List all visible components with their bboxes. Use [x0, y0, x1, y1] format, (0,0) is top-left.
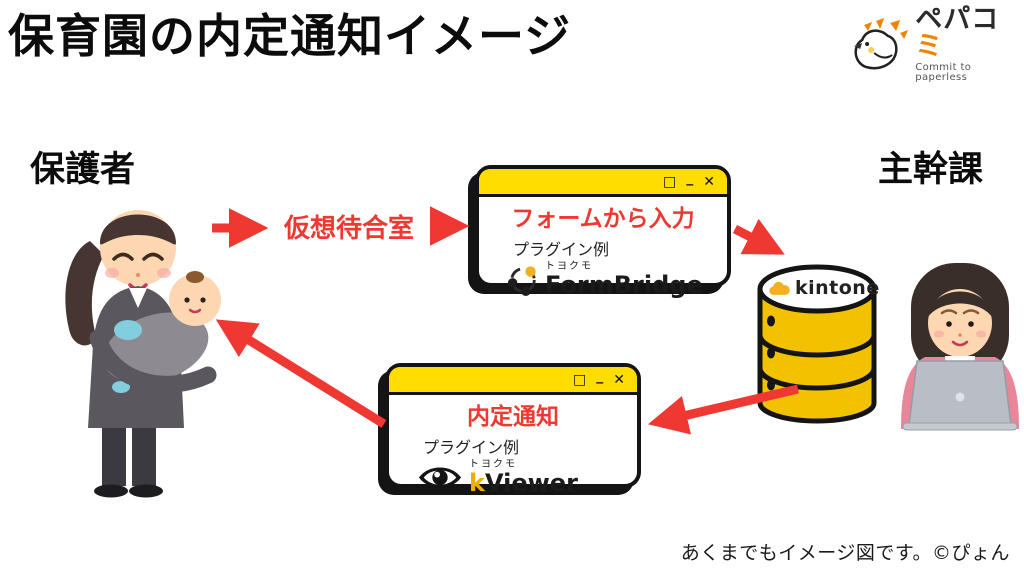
formbridge-logo: トヨクモ FormBridge — [507, 262, 727, 297]
brand-name: ペパコ — [915, 4, 1000, 35]
kintone-label: kintone — [769, 277, 880, 299]
pepakomi-bird-icon — [854, 17, 909, 69]
formbridge-window: □ _ ✕ フォームから入力 プラグイン例 トヨクモ FormBridge — [475, 165, 731, 297]
close-icon[interactable]: ✕ — [703, 173, 715, 190]
kviewer-window-subtitle: プラグイン例 — [423, 438, 520, 457]
kviewer-window: □ _ ✕ 内定通知 プラグイン例 トヨクモ kViewer — [385, 363, 641, 495]
brand-name-accent: ミ — [915, 31, 944, 62]
brand-tagline: Commit to paperless — [915, 62, 972, 83]
pepakomi-logo: ペパコミ Commit to paperless — [850, 6, 1024, 83]
arrow-viewer-to-guardian — [215, 319, 387, 428]
close-icon[interactable]: ✕ — [613, 371, 625, 388]
arrow-form-to-kintone — [732, 218, 785, 255]
page-title: 保育園の内定通知イメージ — [8, 9, 572, 63]
kviewer-eye-icon — [418, 467, 462, 488]
office-label: 主幹課 — [878, 150, 984, 190]
minimize-icon[interactable]: _ — [596, 367, 604, 384]
formbridge-window-titlebar: □ _ ✕ — [479, 169, 727, 197]
kviewer-product-accent: k — [469, 469, 485, 497]
kintone-text: kintone — [795, 277, 880, 299]
office-clerk-illustration — [901, 263, 1019, 431]
formbridge-product: FormBridge — [545, 271, 703, 299]
kviewer-logo: トヨクモ kViewer — [417, 460, 637, 495]
kviewer-window-title: 内定通知 — [467, 404, 559, 430]
kviewer-vendor: トヨクモ — [469, 459, 517, 470]
guardian-illustration — [65, 210, 221, 498]
formbridge-icon — [507, 265, 536, 296]
maximize-icon[interactable]: □ — [573, 371, 587, 388]
formbridge-window-title: フォームから入力 — [511, 206, 695, 232]
kviewer-product: kViewer — [469, 471, 578, 495]
footer-note: あくまでもイメージ図です。©ぴょん — [680, 542, 1010, 564]
kviewer-product-rest: Viewer — [484, 469, 578, 497]
kintone-cloud-icon — [769, 281, 790, 295]
formbridge-vendor: トヨクモ — [545, 261, 593, 272]
guardian-label: 保護者 — [30, 150, 136, 190]
maximize-icon[interactable]: □ — [663, 173, 677, 190]
minimize-icon[interactable]: _ — [686, 169, 694, 186]
formbridge-window-subtitle: プラグイン例 — [513, 240, 610, 259]
waiting-room-label: 仮想待合室 — [284, 214, 415, 244]
kviewer-window-titlebar: □ _ ✕ — [389, 367, 637, 395]
